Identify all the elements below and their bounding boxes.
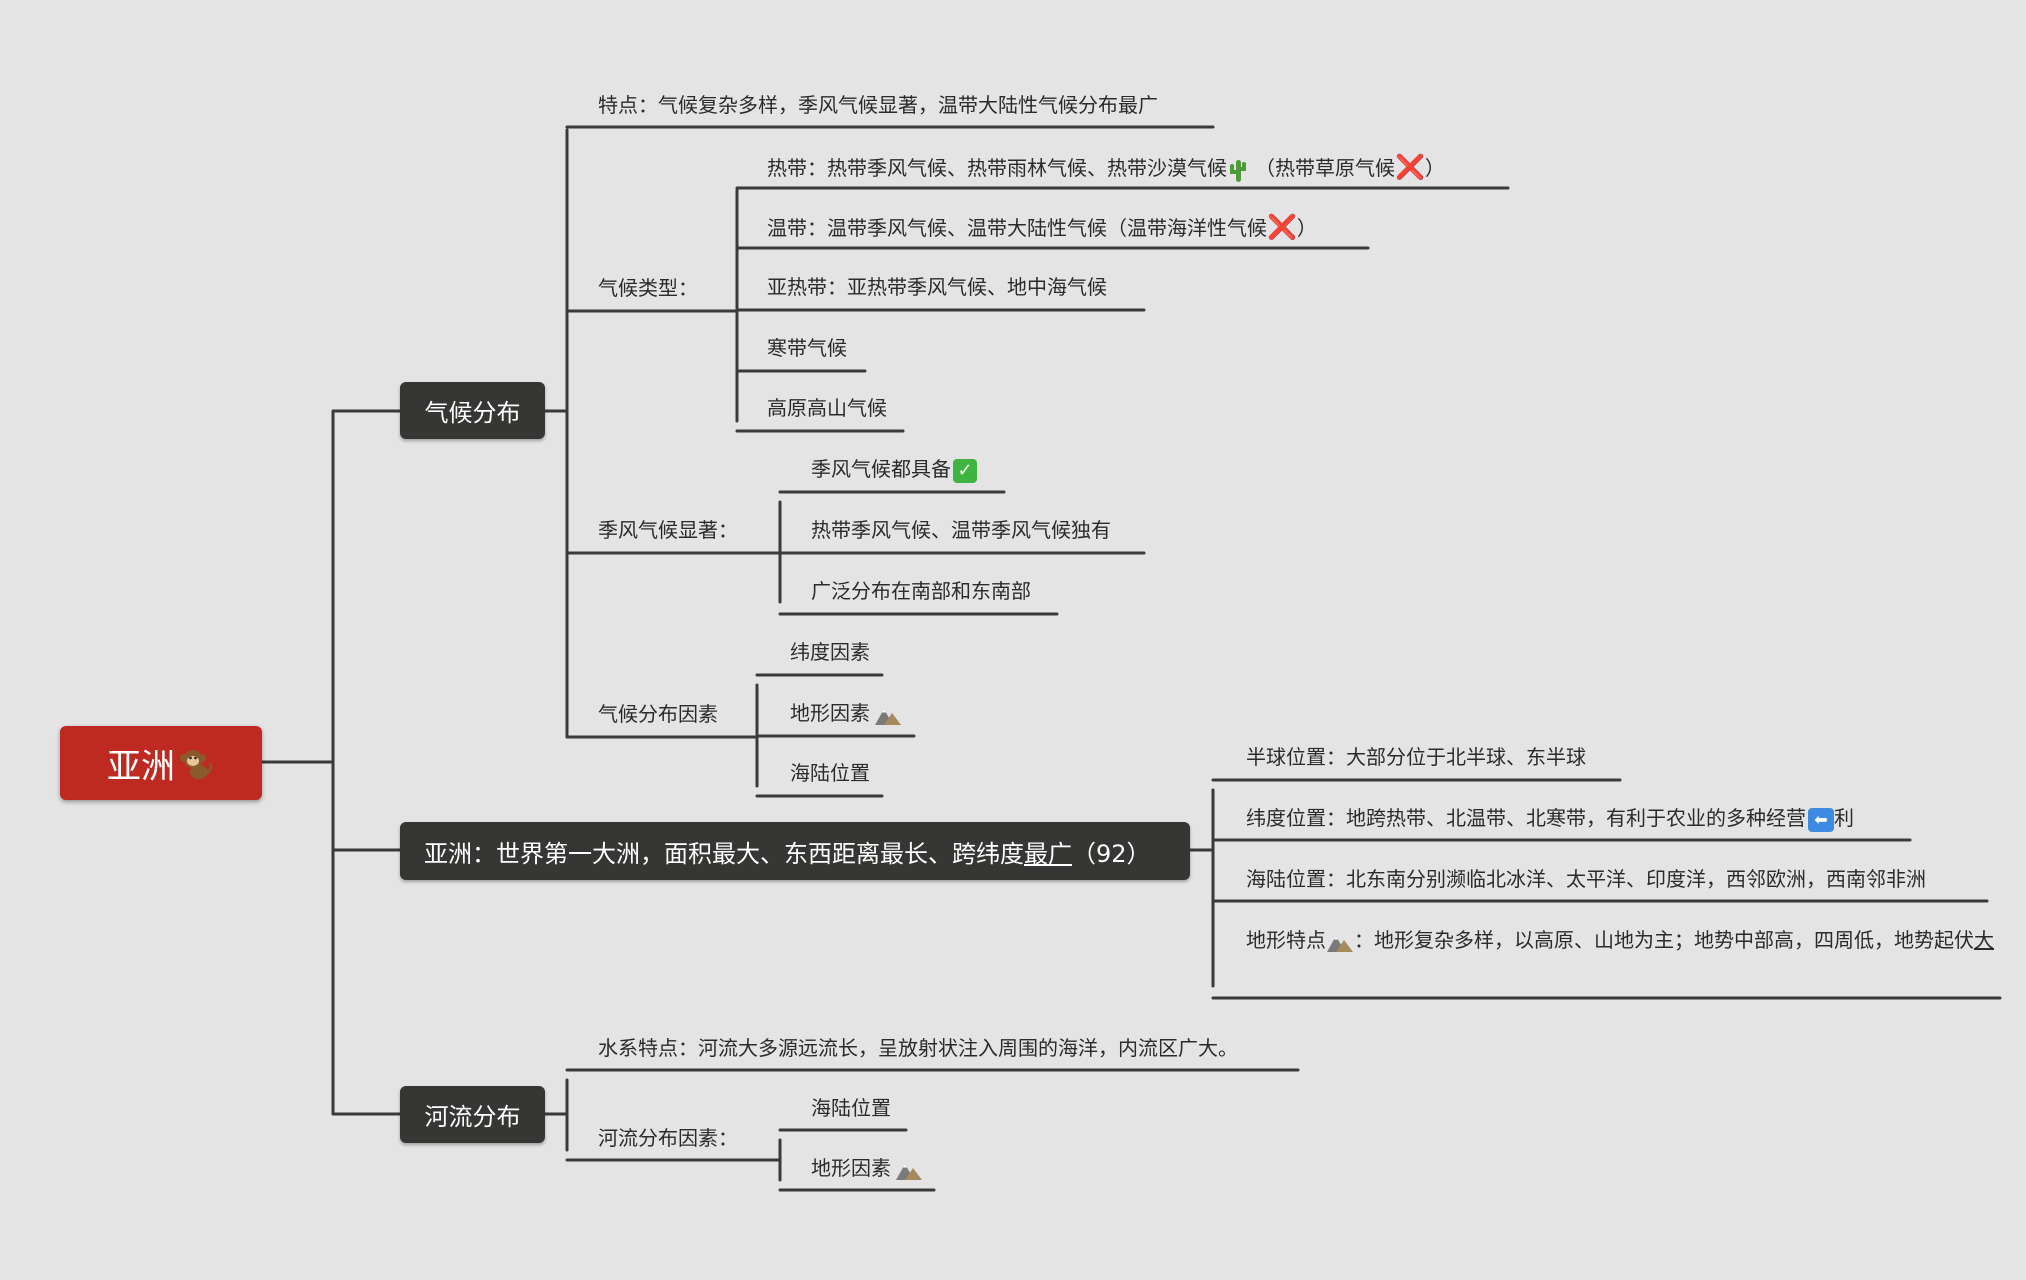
root-label: 亚洲 [107, 746, 175, 787]
latitude-position[interactable]: 纬度位置：地跨热带、北温带、北寒带，有利于农业的多种经营⬅利 [1246, 806, 1854, 832]
frigid-climate[interactable]: 寒带气候 [767, 336, 847, 360]
sea-land-position[interactable]: 海陆位置：北东南分别濒临北冰洋、太平洋、印度洋，西邻欧洲，西南邻非洲 [1246, 867, 1926, 891]
temperate-climate[interactable]: 温带：温带季风气候、温带大陆性气候（温带海洋性气候❌） [767, 213, 1317, 241]
river-factors-label[interactable]: 河流分布因素： [598, 1126, 738, 1150]
mountain-icon [875, 708, 901, 725]
mountain-icon [896, 1163, 922, 1180]
asia-connector [1188, 788, 1215, 988]
monsoon-item-1[interactable]: 季风气候都具备✓ [811, 457, 977, 483]
factor-terrain[interactable]: 地形因素 [790, 701, 902, 726]
climate-connector [543, 128, 569, 739]
river-factor-sea-land[interactable]: 海陆位置 [811, 1096, 891, 1120]
rivers-node[interactable]: 河流分布 [400, 1086, 545, 1143]
cactus-icon [1230, 159, 1246, 182]
monkey-icon [180, 750, 213, 779]
factor-latitude[interactable]: 纬度因素 [790, 640, 870, 664]
asia-node[interactable]: 亚洲：世界第一大洲，面积最大、东西距离最长、跨纬度最广（92） [400, 822, 1190, 880]
monsoon-item-2[interactable]: 热带季风气候、温带季风气候独有 [811, 518, 1111, 542]
left-arrow-icon: ⬅ [1808, 807, 1834, 832]
rivers-label: 河流分布 [424, 1103, 521, 1131]
mountain-icon [1327, 935, 1353, 952]
river-factor-terrain[interactable]: 地形因素 [811, 1156, 923, 1181]
monsoon-label[interactable]: 季风气候显著： [598, 518, 738, 542]
hemisphere-position[interactable]: 半球位置：大部分位于北半球、东半球 [1246, 745, 1586, 769]
subtropical-climate[interactable]: 亚热带：亚热带季风气候、地中海气候 [767, 275, 1107, 299]
asia-label: 亚洲：世界第一大洲，面积最大、东西距离最长、跨纬度最广（92） [424, 839, 1151, 868]
climate-feature[interactable]: 特点：气候复杂多样，季风气候显著，温带大陆性气候分布最广 [598, 93, 1158, 117]
trunk-connector [331, 409, 402, 1116]
river-connector [543, 1078, 569, 1152]
check-mark-icon: ✓ [953, 458, 977, 483]
factor-sea-land[interactable]: 海陆位置 [790, 761, 870, 785]
highland-climate[interactable]: 高原高山气候 [767, 396, 887, 420]
monsoon-item-3[interactable]: 广泛分布在南部和东南部 [811, 579, 1031, 603]
climate-factors-label[interactable]: 气候分布因素 [598, 702, 718, 726]
cross-mark-icon: ❌ [1395, 153, 1425, 181]
root-node[interactable]: 亚洲 [60, 726, 262, 800]
climate-types-label[interactable]: 气候类型： [598, 276, 698, 300]
climate-node[interactable]: 气候分布 [400, 382, 545, 439]
water-system-feature[interactable]: 水系特点：河流大多源远流长，呈放射状注入周围的海洋，内流区广大。 [598, 1036, 1238, 1060]
cross-mark-icon: ❌ [1267, 213, 1297, 241]
tropical-climate[interactable]: 热带：热带季风气候、热带雨林气候、热带沙漠气候（热带草原气候❌） [767, 153, 1445, 182]
climate-label: 气候分布 [424, 399, 521, 427]
terrain-features[interactable]: 地形特点：地形复杂多样，以高原、山地为主；地势中部高，四周低，地势起伏大 [1246, 928, 1994, 952]
